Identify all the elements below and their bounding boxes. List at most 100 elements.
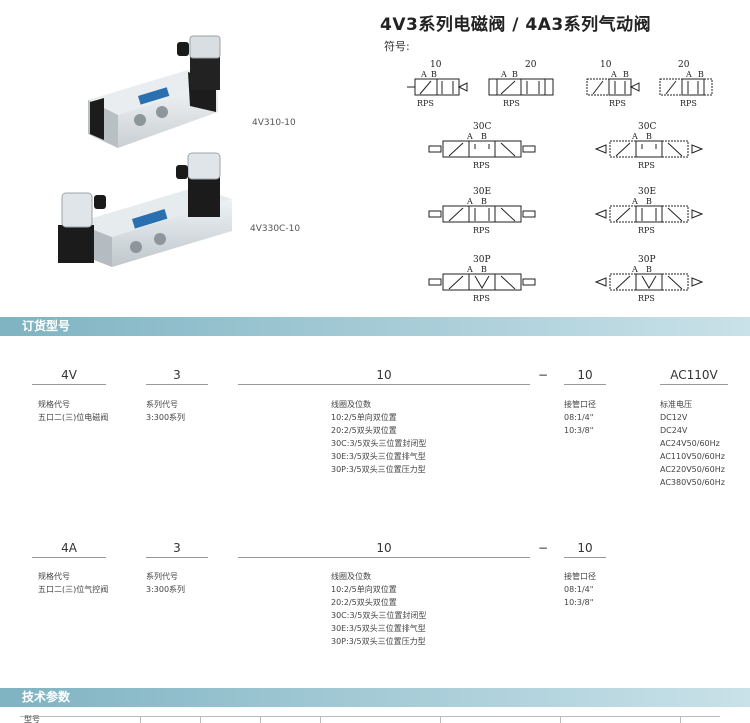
port-a: A xyxy=(500,70,507,79)
table-divider xyxy=(320,716,321,723)
desc-line: 3:300系列 xyxy=(146,413,186,422)
desc-line: 系列代号 xyxy=(146,400,178,409)
order-v-voltage-head: AC110V xyxy=(660,368,728,385)
symbol-3pos-30c-right: 30C A B RPS xyxy=(594,122,704,170)
order-v-series-desc: 规格代号 五口二(三)位电磁阀 xyxy=(38,398,108,424)
port-rps: RPS xyxy=(680,99,697,108)
desc-line: 标准电压 xyxy=(660,400,692,409)
port-a: A xyxy=(420,70,427,79)
table-divider xyxy=(680,716,681,723)
desc-line: 规格代号 xyxy=(38,572,70,581)
symbol-3pos-30e-left: 30E A B RPS xyxy=(428,187,536,235)
port-a: A xyxy=(466,197,473,206)
symbol-code: 30P xyxy=(638,255,656,265)
symbol-2pos-double-2: 20 A B RPS xyxy=(659,60,713,108)
product-photo-4v310 xyxy=(88,35,221,148)
symbol-2pos-single-2: 10 A B RPS xyxy=(586,60,640,108)
desc-line: 接管口径 xyxy=(564,572,596,581)
table-divider xyxy=(560,716,561,723)
order-v-dash: − xyxy=(538,368,549,382)
table-divider xyxy=(440,716,441,723)
desc-line: 系列代号 xyxy=(146,572,178,581)
symbol-code: 20 xyxy=(525,60,537,70)
port-a: A xyxy=(610,70,617,79)
symbol-code: 30E xyxy=(638,187,656,197)
order-v-position-head: 10 xyxy=(238,368,530,385)
tech-section-bar xyxy=(0,688,750,707)
desc-line: AC380V50/60Hz xyxy=(660,478,725,487)
desc-line: 30C:3/5双头三位置封闭型 xyxy=(331,439,427,448)
order-v-voltage-desc: 标准电压 DC12V DC24V AC24V50/60Hz AC110V50/6… xyxy=(660,398,725,489)
order-v-position-desc: 线圈及位数 10:2/5单向双位置 20:2/5双头双位置 30C:3/5双头三… xyxy=(331,398,426,476)
tech-section-title: 技术参数 xyxy=(22,690,71,704)
order-v-series-head: 4V xyxy=(32,368,106,385)
desc-line: 10:2/5单向双位置 xyxy=(331,585,397,594)
desc-line: AC220V50/60Hz xyxy=(660,465,725,474)
port-a: A xyxy=(631,265,638,274)
order-a-series-desc: 规格代号 五口二(三)位气控阀 xyxy=(38,570,108,596)
order-a-dash: − xyxy=(538,541,549,555)
table-divider xyxy=(200,716,201,723)
symbol-3pos-30c-left: 30C A B RPS xyxy=(428,122,536,170)
desc-line: 30P:3/5双头三位置压力型 xyxy=(331,465,426,474)
order-a-size-head: 3 xyxy=(146,541,208,558)
desc-line: DC24V xyxy=(660,426,688,435)
order-v-size-head: 3 xyxy=(146,368,208,385)
table-divider xyxy=(140,716,141,723)
port-b: B xyxy=(481,265,487,274)
symbol-code: 20 xyxy=(678,60,690,70)
port-b: B xyxy=(481,132,487,141)
desc-line: 规格代号 xyxy=(38,400,70,409)
product-caption-1: 4V310-10 xyxy=(252,118,296,128)
tech-table-top xyxy=(20,716,720,723)
desc-line: 08:1/4" xyxy=(564,585,594,594)
port-rps: RPS xyxy=(503,99,520,108)
desc-line: 3:300系列 xyxy=(146,585,186,594)
port-rps: RPS xyxy=(473,226,490,235)
desc-line: 08:1/4" xyxy=(564,413,594,422)
symbol-3pos-30e-right: 30E A B RPS xyxy=(594,187,704,235)
desc-line: 10:3/8" xyxy=(564,598,594,607)
desc-line: 五口二(三)位电磁阀 xyxy=(38,413,109,422)
desc-line: 五口二(三)位气控阀 xyxy=(38,585,109,594)
port-a: A xyxy=(466,132,473,141)
port-a: A xyxy=(685,70,692,79)
desc-line: 线圈及位数 xyxy=(331,400,371,409)
order-v-size-desc: 系列代号 3:300系列 xyxy=(146,398,185,424)
port-b: B xyxy=(512,70,518,79)
symbol-code: 30C xyxy=(638,122,656,132)
symbol-code: 30E xyxy=(473,187,491,197)
order-a-position-head: 10 xyxy=(238,541,530,558)
desc-line: 30E:3/5双头三位置排气型 xyxy=(331,452,426,461)
order-a-position-desc: 线圈及位数 10:2/5单向双位置 20:2/5双头双位置 30C:3/5双头三… xyxy=(331,570,426,648)
symbol-code: 10 xyxy=(600,60,612,70)
port-rps: RPS xyxy=(638,294,655,303)
desc-line: 接管口径 xyxy=(564,400,596,409)
port-rps: RPS xyxy=(638,226,655,235)
port-b: B xyxy=(698,70,704,79)
order-section-bar xyxy=(0,317,750,336)
symbol-code: 30P xyxy=(473,255,491,265)
order-section-title: 订货型号 xyxy=(22,319,71,333)
product-photo-4v330c xyxy=(58,152,232,267)
order-a-port-desc: 接管口径 08:1/4" 10:3/8" xyxy=(564,570,596,609)
port-b: B xyxy=(623,70,629,79)
desc-line: 30E:3/5双头三位置排气型 xyxy=(331,624,426,633)
order-a-series-head: 4A xyxy=(32,541,106,558)
port-a: A xyxy=(466,265,473,274)
symbol-3pos-30p-right: 30P A B RPS xyxy=(594,255,704,303)
port-rps: RPS xyxy=(417,99,434,108)
symbol-2pos-double-1: 20 A B RPS xyxy=(488,60,554,108)
product-caption-2: 4V330C-10 xyxy=(250,224,301,234)
port-rps: RPS xyxy=(473,161,490,170)
port-rps: RPS xyxy=(638,161,655,170)
table-divider xyxy=(260,716,261,723)
desc-line: 线圈及位数 xyxy=(331,572,371,581)
tech-table-first-label: 型号 xyxy=(24,715,40,723)
symbol-3pos-30p-left: 30P A B RPS xyxy=(428,255,536,303)
port-rps: RPS xyxy=(473,294,490,303)
port-b: B xyxy=(431,70,437,79)
desc-line: 20:2/5双头双位置 xyxy=(331,426,397,435)
order-a-port-head: 10 xyxy=(564,541,606,558)
symbol-2pos-single-1: 10 A B RPS xyxy=(407,60,468,108)
